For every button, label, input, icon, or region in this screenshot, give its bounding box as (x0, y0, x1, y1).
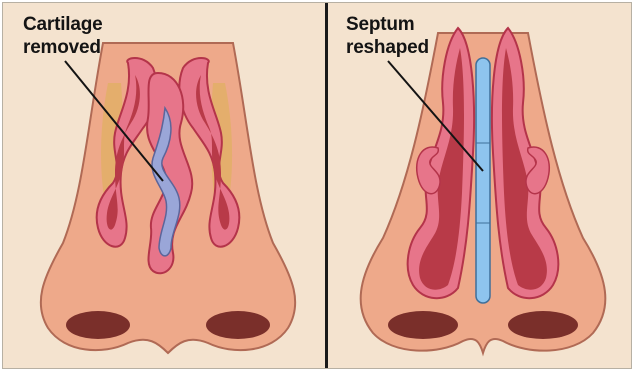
label-line-2: removed (23, 36, 103, 59)
label-line-1: Cartilage (23, 13, 103, 36)
left-nostril (388, 311, 458, 339)
label-line-1: Septum (346, 13, 429, 36)
septum-reshaped-label: Septum reshaped (346, 13, 429, 59)
label-line-2: reshaped (346, 36, 429, 59)
panel-septum-reshaped: Septum reshaped (328, 3, 631, 368)
panel-cartilage-removed: Cartilage removed (3, 3, 325, 368)
right-nostril (508, 311, 578, 339)
reshaped-septum (476, 58, 490, 303)
left-nostril (66, 311, 130, 339)
cartilage-removed-label: Cartilage removed (23, 13, 103, 59)
right-nostril (206, 311, 270, 339)
